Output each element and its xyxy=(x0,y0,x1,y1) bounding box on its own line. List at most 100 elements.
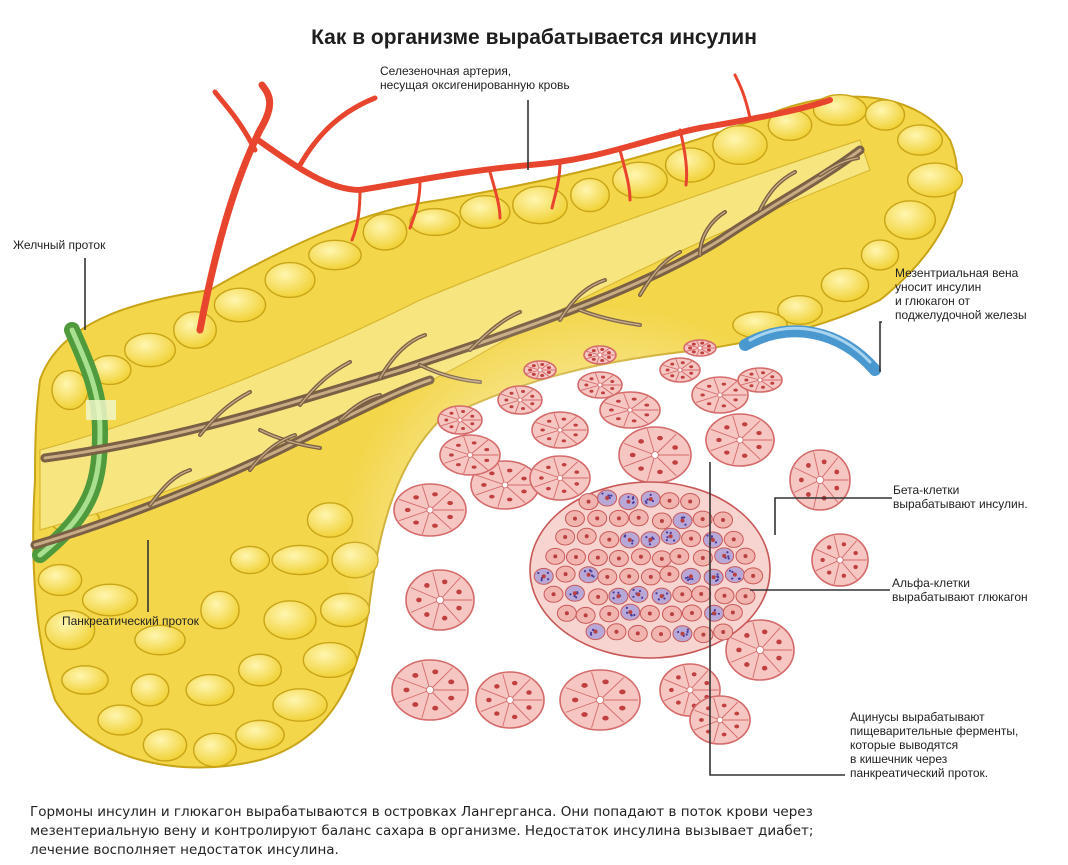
acinus-nucleus xyxy=(644,404,649,407)
caption-line: лечение восполняет недостаток инсулина. xyxy=(30,841,1050,860)
gland-lobule xyxy=(613,162,667,198)
cell-nucleus xyxy=(751,574,755,578)
cell-nucleus xyxy=(731,610,735,614)
acinus-nucleus xyxy=(724,425,729,429)
acinus-nucleus xyxy=(827,571,831,575)
acinus-nucleus xyxy=(638,466,644,470)
gland-lobule xyxy=(83,584,138,616)
acinus-nucleus xyxy=(547,366,551,369)
cell-nucleus xyxy=(712,611,716,615)
cell-nucleus xyxy=(607,538,611,542)
acinus-nucleus xyxy=(834,486,839,491)
acinus-lumen xyxy=(598,353,602,357)
gland-lobule xyxy=(38,565,81,596)
acinus-lumen xyxy=(436,596,443,603)
acinus xyxy=(790,450,850,510)
acinus-nucleus xyxy=(607,356,611,359)
acinus-lumen xyxy=(718,393,722,397)
acinus-nucleus xyxy=(489,471,494,475)
acinus-nucleus xyxy=(609,408,614,411)
acinus-nucleus xyxy=(602,716,608,721)
acinus-nucleus xyxy=(528,368,532,371)
cell-nucleus xyxy=(542,574,546,578)
alpha-cell-granule xyxy=(716,575,718,577)
acinus-nucleus xyxy=(494,684,499,688)
acinus-nucleus xyxy=(507,469,512,473)
artery-twig-7 xyxy=(735,75,750,118)
gland-lobule xyxy=(861,240,898,270)
alpha-cell-granule xyxy=(716,573,718,575)
label-line: которые выводятся xyxy=(850,738,1018,752)
cell-nucleus xyxy=(699,592,703,596)
acinus-lumen xyxy=(427,507,433,513)
acinus-nucleus xyxy=(834,470,839,475)
acinus-nucleus xyxy=(448,680,454,685)
acinus-nucleus xyxy=(822,459,827,464)
cell-nucleus xyxy=(565,611,569,615)
acinus-nucleus xyxy=(532,373,536,376)
alpha-cell-granule xyxy=(726,551,728,553)
cell-nucleus xyxy=(722,594,726,598)
cell-nucleus xyxy=(660,519,664,523)
acinus-nucleus xyxy=(484,459,489,462)
cell-nucleus xyxy=(628,538,632,542)
label-line: вырабатывают инсулин. xyxy=(893,497,1028,511)
alpha-cell-granule xyxy=(633,614,635,616)
label-splenic-artery: Селезеночная артерия, несущая оксигениро… xyxy=(380,64,570,92)
acinus-nucleus xyxy=(734,712,739,716)
cell-nucleus xyxy=(660,594,664,598)
alpha-cell-granule xyxy=(715,541,717,543)
gland-lobule xyxy=(135,625,185,655)
alpha-cell-granule xyxy=(677,631,679,633)
acinus-nucleus xyxy=(590,377,594,380)
acinus xyxy=(392,660,468,720)
gland-lobule xyxy=(410,209,460,236)
acinus-nucleus xyxy=(540,363,544,366)
acinus xyxy=(498,386,542,414)
cell-nucleus xyxy=(689,537,693,541)
cell-nucleus xyxy=(595,516,599,520)
cell-nucleus xyxy=(722,554,726,558)
acinus-nucleus xyxy=(762,666,767,671)
cell-nucleus xyxy=(680,592,684,596)
label-line: несущая оксигенированную кровь xyxy=(380,78,570,92)
alpha-cell-granule xyxy=(655,592,657,594)
gland-lobule xyxy=(713,126,767,165)
label-pancreatic-duct: Панкреатический проток xyxy=(62,614,199,628)
acinus-nucleus xyxy=(681,376,685,379)
acinus-nucleus xyxy=(540,374,544,377)
cell-nucleus xyxy=(585,534,589,538)
alpha-cell-granule xyxy=(649,543,651,545)
alpha-cell-granule xyxy=(685,577,687,579)
cell-nucleus xyxy=(587,500,591,504)
acinus-nucleus xyxy=(749,384,753,387)
acinus-nucleus xyxy=(607,351,611,354)
acinus-nucleus xyxy=(799,478,804,483)
cell-nucleus xyxy=(660,557,664,561)
alpha-cell-granule xyxy=(645,536,647,538)
acinus-nucleus xyxy=(827,545,831,549)
acinus-nucleus xyxy=(546,487,551,491)
label-line: вырабатывают глюкагон xyxy=(892,590,1028,604)
acinus-nucleus xyxy=(616,417,621,420)
acinus-nucleus xyxy=(692,672,697,676)
gland-lobule xyxy=(214,288,265,322)
alpha-cell-granule xyxy=(727,555,729,557)
acinus-nucleus xyxy=(403,688,409,693)
acinus-nucleus xyxy=(547,371,551,374)
gland-lobule xyxy=(131,674,169,706)
acinus-nucleus xyxy=(722,704,727,708)
alpha-cell-granule xyxy=(608,495,610,497)
acinus xyxy=(578,372,622,398)
diagram-title: Как в организме вырабатывается инсулин xyxy=(0,26,1068,50)
acinus-nucleus xyxy=(619,690,625,695)
caption-line: Гормоны инсулин и глюкагон вырабатываютс… xyxy=(30,803,1050,822)
cell-nucleus xyxy=(596,556,600,560)
cell-nucleus xyxy=(670,612,674,616)
cell-nucleus xyxy=(648,612,652,616)
cell-nucleus xyxy=(712,575,716,579)
gland-lobule xyxy=(898,125,943,155)
acinus-nucleus xyxy=(699,718,704,722)
alpha-cell-granule xyxy=(686,633,688,635)
